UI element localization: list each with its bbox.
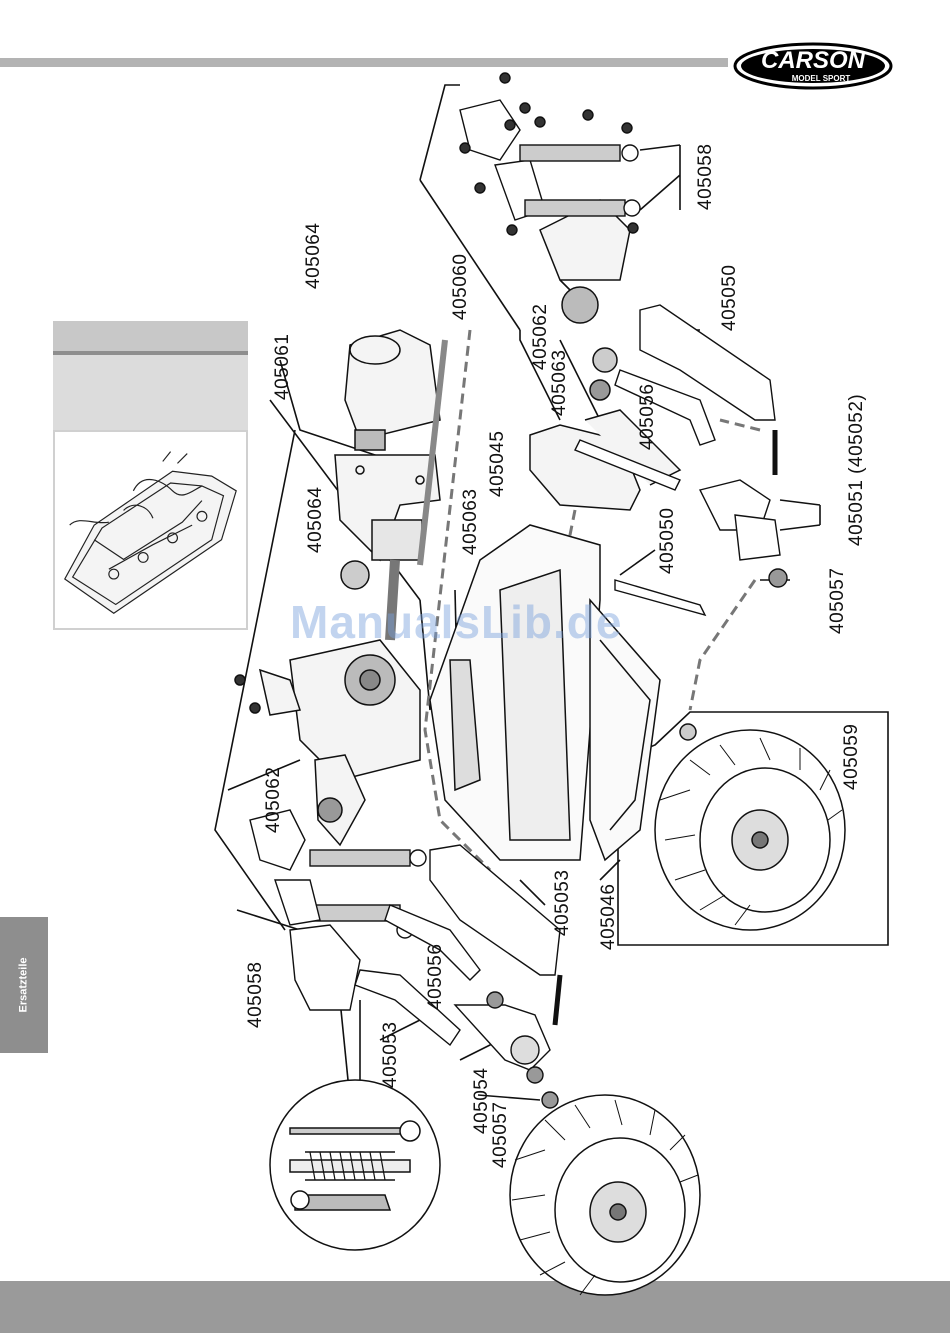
part-label-405051: 405051 (405052) xyxy=(846,394,868,546)
part-label-405045: 405045 xyxy=(487,431,509,497)
part-label-405062-front: 405062 xyxy=(263,767,285,833)
part-label-405064-mount: 405064 xyxy=(305,487,327,553)
part-label-405056-front: 405056 xyxy=(425,944,447,1010)
part-label-405064-motor: 405064 xyxy=(303,223,325,289)
part-label-405050-arm: 405050 xyxy=(719,265,741,331)
part-label-405060: 405060 xyxy=(450,254,472,320)
part-label-405059: 405059 xyxy=(841,724,863,790)
part-label-405057-front: 405057 xyxy=(490,1102,512,1168)
part-label-405061: 405061 xyxy=(272,334,294,400)
part-label-405057-rear: 405057 xyxy=(827,568,849,634)
watermark: ManualsLib.de xyxy=(290,595,622,649)
part-label-405046: 405046 xyxy=(598,884,620,950)
part-label-405063-rear: 405063 xyxy=(549,350,571,416)
part-label-405058-front: 405058 xyxy=(245,962,267,1028)
part-label-405058-rear: 405058 xyxy=(695,144,717,210)
part-label-405063-top: 405063 xyxy=(460,489,482,555)
part-label-405056-rear: 405056 xyxy=(637,384,659,450)
part-label-405053-arm: 405053 xyxy=(552,870,574,936)
part-label-405050-link: 405050 xyxy=(657,508,679,574)
part-label-405053-link: 405053 xyxy=(380,1022,402,1088)
